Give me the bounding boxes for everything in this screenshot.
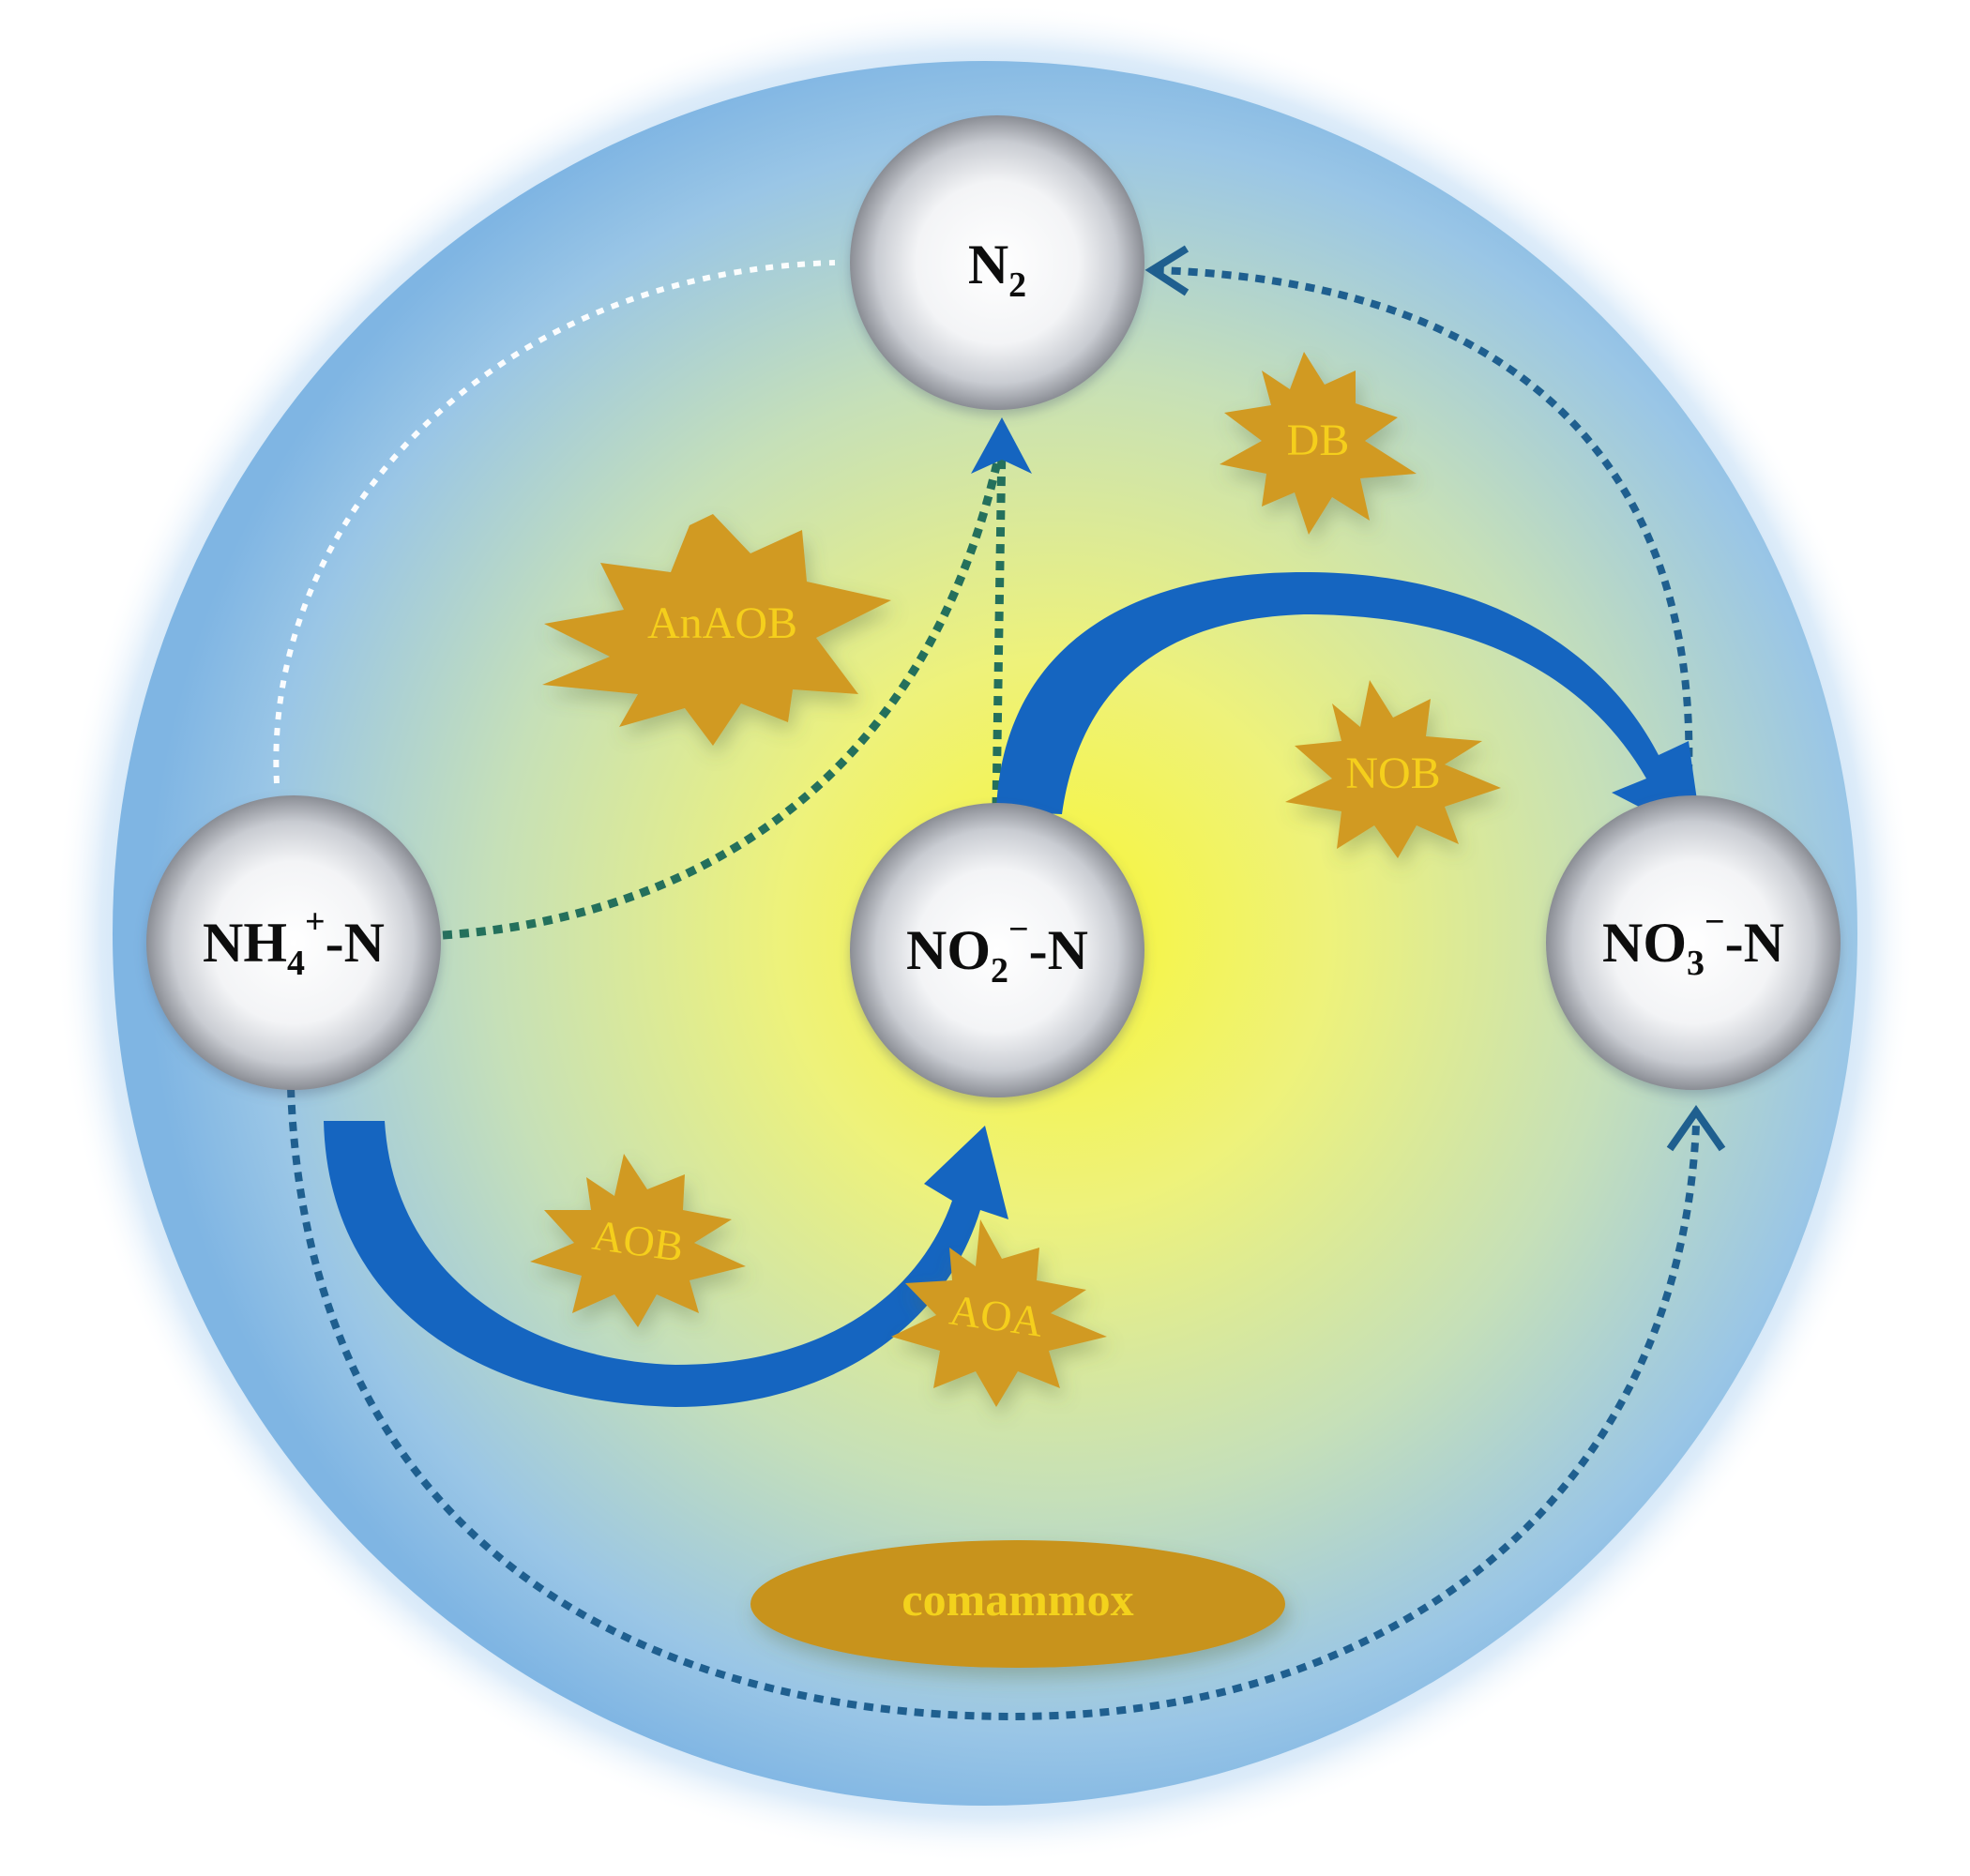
arrow-no2-to-no3	[996, 572, 1703, 840]
node-no2: NO2−-N	[850, 803, 1144, 1097]
microbe-label-comammox: comammox	[902, 1573, 1133, 1626]
microbe-db: DB	[1220, 352, 1417, 535]
microbe-label-db: DB	[1287, 416, 1350, 465]
dotted-path-no2-to-n2	[992, 440, 1007, 808]
arrowhead-to-n2	[971, 417, 1032, 474]
starburst-nob	[1285, 680, 1501, 858]
microbe-label-nob: NOB	[1345, 749, 1440, 798]
microbe-label-anaob: AnAOB	[647, 598, 797, 648]
dotted-path-nh4-to-n2-white	[273, 260, 836, 784]
node-no3: NO3−-N	[1546, 795, 1841, 1090]
microbe-aoa: AOA	[891, 1219, 1107, 1407]
dotted-path-no3-to-n2	[1155, 266, 1693, 775]
sphere-n2	[850, 115, 1144, 410]
open-arrowhead-to-no3	[1666, 1105, 1726, 1152]
microbe-aob: AOB	[530, 1154, 746, 1327]
microbe-comammox: comammox	[750, 1540, 1285, 1668]
arrow-nh4-to-no2	[324, 1121, 1008, 1407]
label-no2: NO2−-N	[906, 910, 1088, 991]
microbe-nob: NOB	[1285, 680, 1501, 858]
microbe-anaob: AnAOB	[542, 514, 891, 746]
node-nh4: NH4+-N	[146, 795, 441, 1090]
label-n2: N2	[968, 234, 1026, 305]
sphere-nh4	[146, 795, 441, 1090]
open-arrowhead-to-n2	[1144, 245, 1190, 296]
starburst-aoa	[891, 1219, 1107, 1407]
starburst-aob	[530, 1154, 746, 1327]
sphere-no3	[1546, 795, 1841, 1090]
dotted-path-anammox-nh4-to-n2	[442, 440, 1007, 940]
label-no3: NO3−-N	[1602, 902, 1784, 983]
label-nh4: NH4+-N	[203, 902, 385, 983]
dotted-path-comammox-nh4-to-no3	[287, 1087, 1700, 1721]
comammox-ellipse	[750, 1540, 1285, 1668]
starburst-db	[1220, 352, 1417, 535]
sphere-no2	[850, 803, 1144, 1097]
node-n2: N2	[850, 115, 1144, 410]
starburst-anaob	[542, 514, 891, 746]
